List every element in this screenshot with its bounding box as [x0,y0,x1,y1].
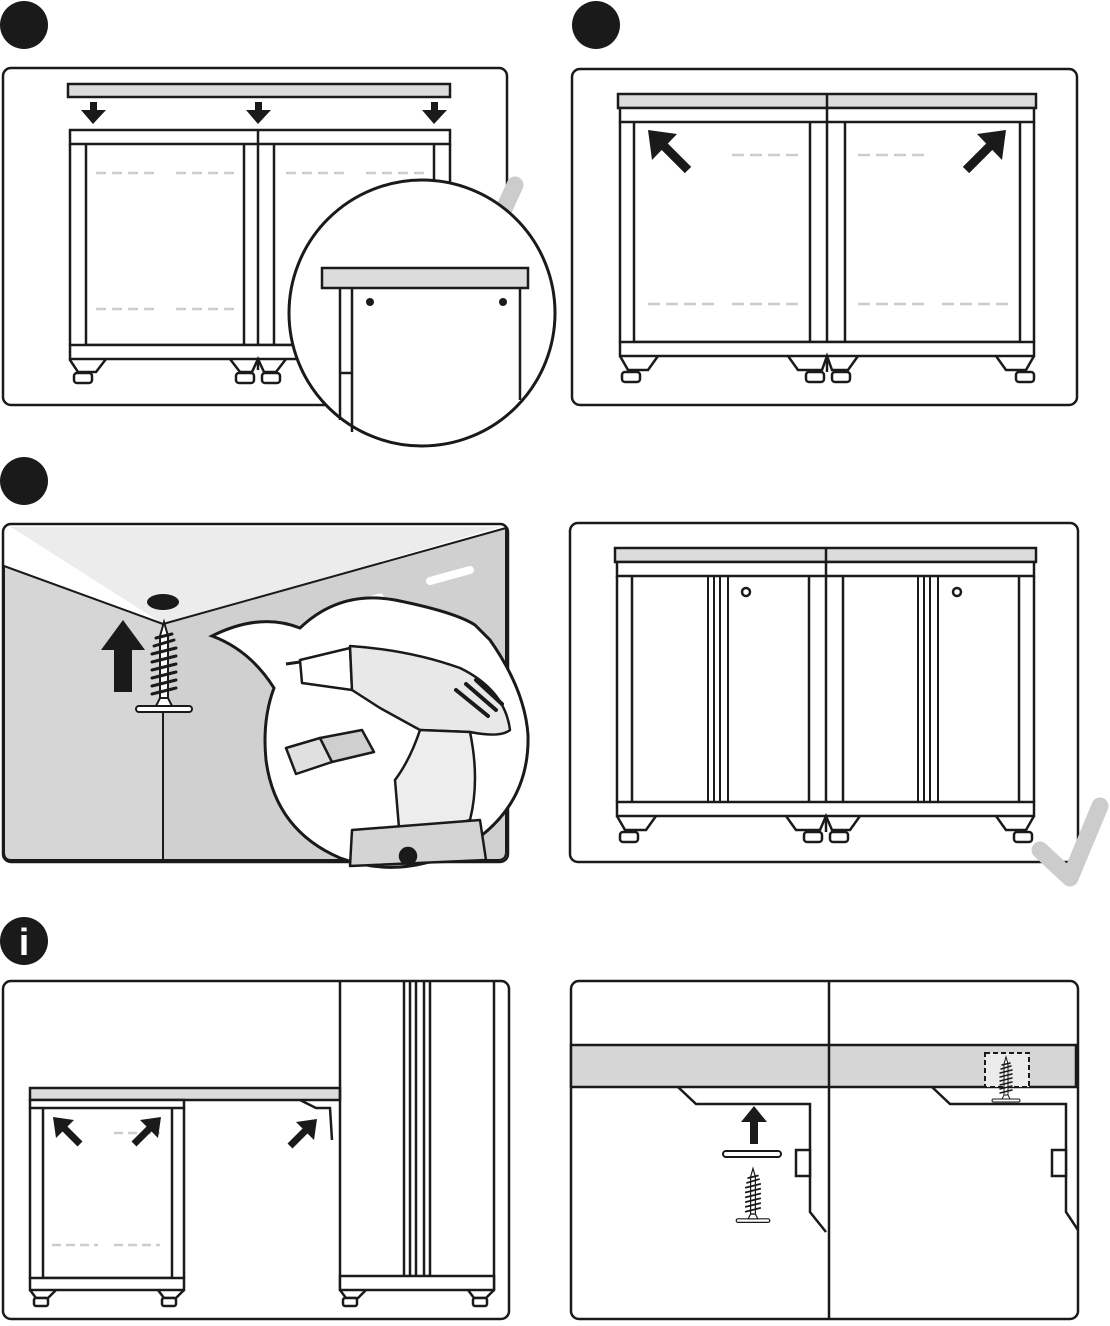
screw-hole [147,594,179,610]
zoom-detail-circle [289,180,555,446]
step-2-marker [572,1,620,49]
result [570,523,1100,878]
washer [723,1151,781,1157]
screw-detail [571,981,1078,1319]
worktop-panel [68,84,450,97]
info-icon: i [0,917,48,965]
step-3 [0,457,528,867]
info-section: i [0,917,509,1319]
detail-frame [571,981,1078,1319]
step-1-marker [0,1,48,49]
step-1 [0,1,555,446]
info-glyph: i [19,922,30,964]
info-frame-left [3,981,509,1319]
step-2 [572,1,1077,405]
step-3-marker [0,457,48,505]
